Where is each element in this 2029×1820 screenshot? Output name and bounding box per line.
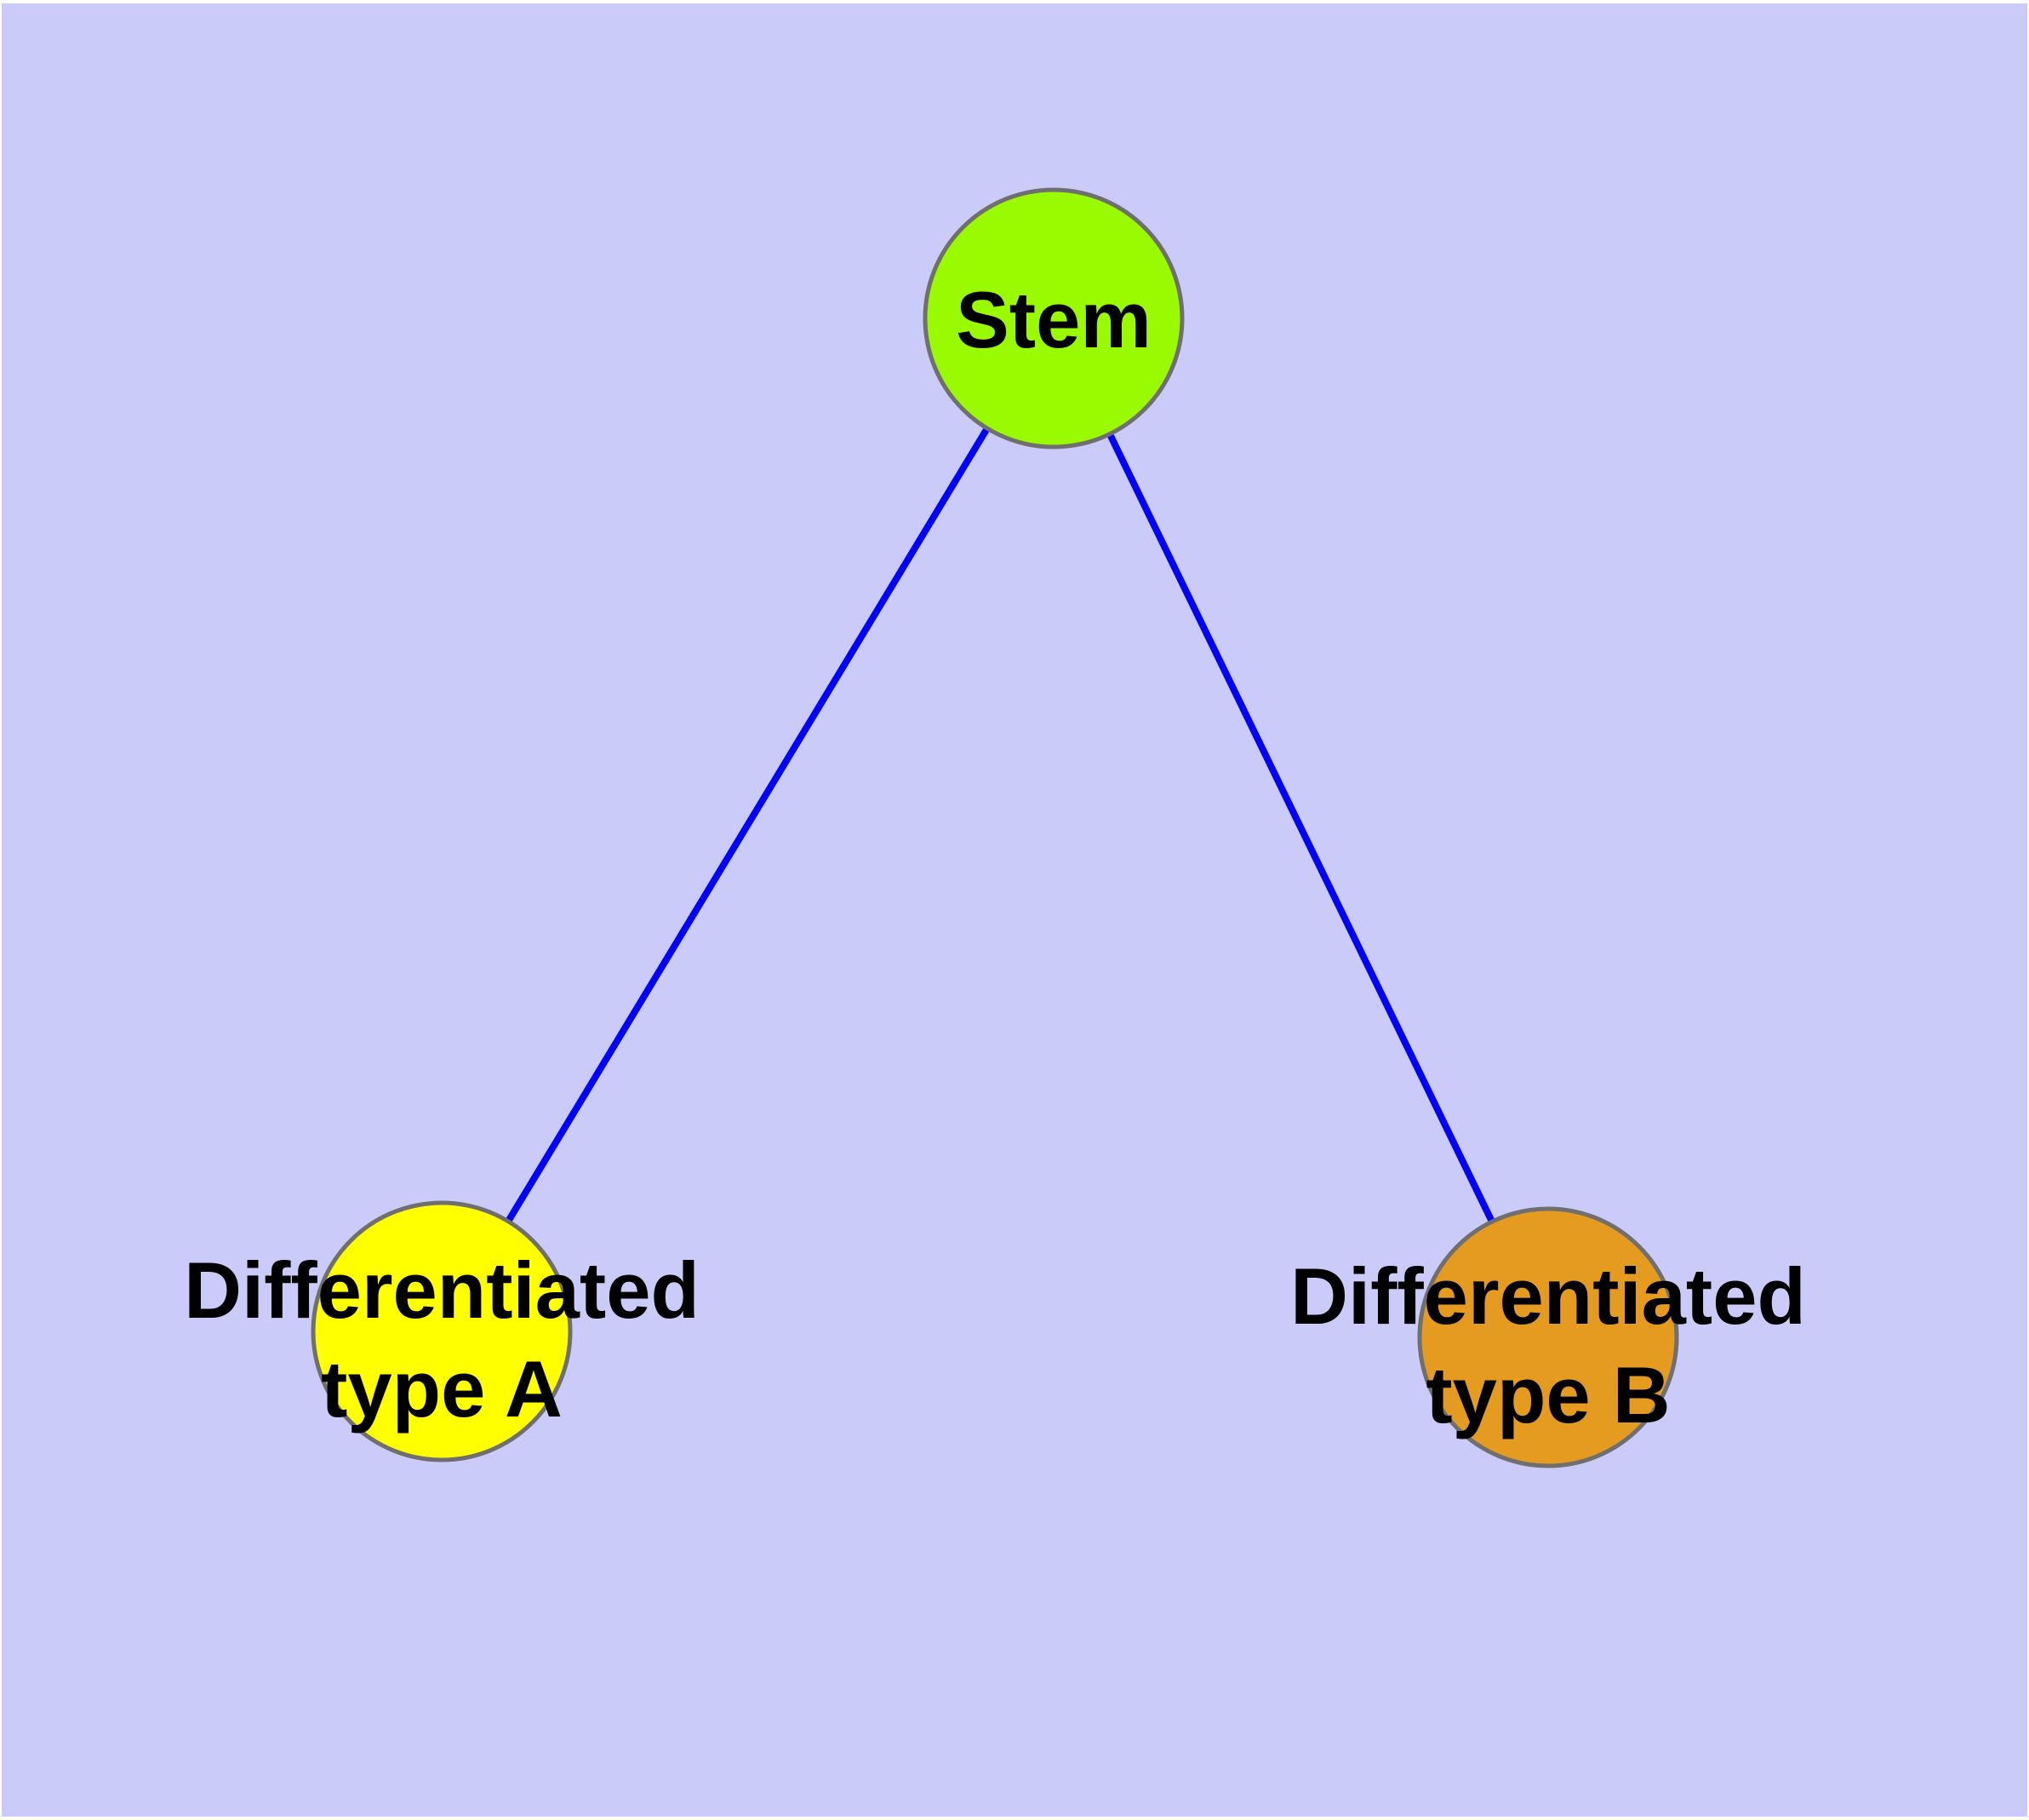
- node-differentiated-type-a-label-line1: Differentiated: [184, 1245, 700, 1335]
- edge-stem-to-type-a: [438, 316, 1057, 1334]
- node-differentiated-type-b-label-line1: Differentiated: [1290, 1251, 1806, 1341]
- node-stem: [923, 187, 1185, 449]
- node-stem-label: Stem: [956, 275, 1152, 364]
- node-differentiated-type-b: [1417, 1206, 1679, 1468]
- edge-stem-to-type-b: [1050, 317, 1552, 1339]
- node-differentiated-type-a: [311, 1200, 573, 1462]
- node-differentiated-type-b-label-line2: type B: [1426, 1350, 1670, 1439]
- node-differentiated-type-a-label-line2: type A: [321, 1344, 563, 1434]
- node-differentiated-type-b-label: Differentiated type B: [1290, 1251, 1806, 1439]
